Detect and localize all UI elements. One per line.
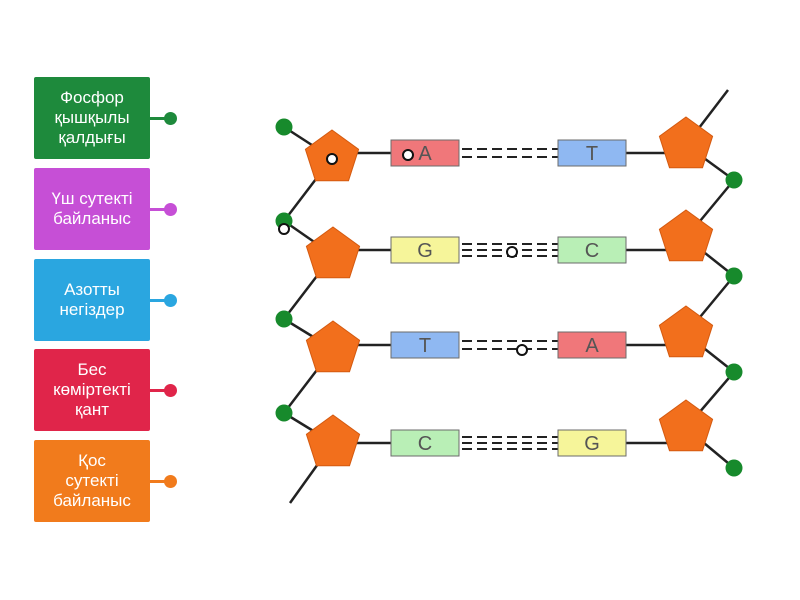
drop-targets bbox=[278, 149, 528, 356]
label-card-line: байланыс bbox=[53, 209, 131, 228]
drop-target[interactable] bbox=[402, 149, 414, 161]
label-handle-dot[interactable] bbox=[164, 384, 177, 397]
sugar-pentagon bbox=[658, 399, 714, 452]
label-card-line: қышқылы bbox=[54, 108, 130, 127]
base-right-letter: A bbox=[585, 335, 599, 357]
phosphate-dot bbox=[725, 267, 743, 285]
sugar-pentagon bbox=[658, 116, 714, 169]
label-card-line: байланыс bbox=[53, 491, 131, 510]
sugar-pentagon bbox=[658, 305, 714, 358]
base-left-letter: C bbox=[418, 433, 432, 455]
base-right-box bbox=[557, 139, 627, 167]
label-connector bbox=[150, 480, 168, 483]
phosphate-dot bbox=[275, 118, 293, 136]
base-right-letter: C bbox=[585, 240, 599, 262]
drop-target[interactable] bbox=[506, 246, 518, 258]
label-connector bbox=[150, 389, 168, 392]
label-card-line: қалдығы bbox=[58, 128, 126, 147]
phosphate-dot bbox=[725, 459, 743, 477]
base-right-letter: G bbox=[584, 433, 600, 455]
label-handle-dot[interactable] bbox=[164, 475, 177, 488]
base-left-box bbox=[390, 429, 460, 457]
base-right-box bbox=[557, 236, 627, 264]
sugar-pentagon bbox=[305, 320, 361, 373]
label-card-line: Азотты bbox=[64, 280, 120, 299]
label-card-line: негіздер bbox=[59, 300, 125, 319]
label-card-line: Қос bbox=[78, 451, 106, 470]
drop-target[interactable] bbox=[278, 223, 290, 235]
phosphate-dot bbox=[725, 363, 743, 381]
phosphate-dot bbox=[275, 404, 293, 422]
label-connector bbox=[150, 117, 168, 120]
label-connector bbox=[150, 208, 168, 211]
base-left-letter: T bbox=[419, 335, 431, 357]
sugar-pentagon bbox=[305, 414, 361, 467]
label-handle-dot[interactable] bbox=[164, 294, 177, 307]
sugar-pentagons bbox=[304, 116, 714, 467]
phosphate-dot bbox=[275, 310, 293, 328]
label-card-line: Бес bbox=[77, 360, 107, 379]
base-left-letter: A bbox=[418, 143, 432, 165]
label-card-line: көміртекті bbox=[53, 380, 131, 399]
sugar-pentagon bbox=[658, 209, 714, 262]
drop-target[interactable] bbox=[326, 153, 338, 165]
base-right-box bbox=[557, 331, 627, 359]
base-left-box bbox=[390, 236, 460, 264]
label-connector bbox=[150, 299, 168, 302]
label-card-line: сутекті bbox=[65, 471, 119, 490]
label-handle-dot[interactable] bbox=[164, 112, 177, 125]
base-left-box bbox=[390, 139, 460, 167]
label-card-line: қант bbox=[74, 400, 110, 419]
label-card-line: Фосфор bbox=[60, 88, 124, 107]
base-right-box bbox=[557, 429, 627, 457]
nitrogen-bases: A T G C T A C G bbox=[390, 139, 627, 457]
drop-target[interactable] bbox=[516, 344, 528, 356]
label-card-line: Үш сутекті bbox=[51, 189, 133, 208]
sugar-pentagon bbox=[305, 226, 361, 279]
base-left-box bbox=[390, 331, 460, 359]
phosphate-dot bbox=[725, 171, 743, 189]
base-left-letter: G bbox=[417, 240, 433, 262]
base-right-letter: T bbox=[586, 143, 598, 165]
label-handle-dot[interactable] bbox=[164, 203, 177, 216]
hydrogen-bonds bbox=[462, 148, 558, 450]
